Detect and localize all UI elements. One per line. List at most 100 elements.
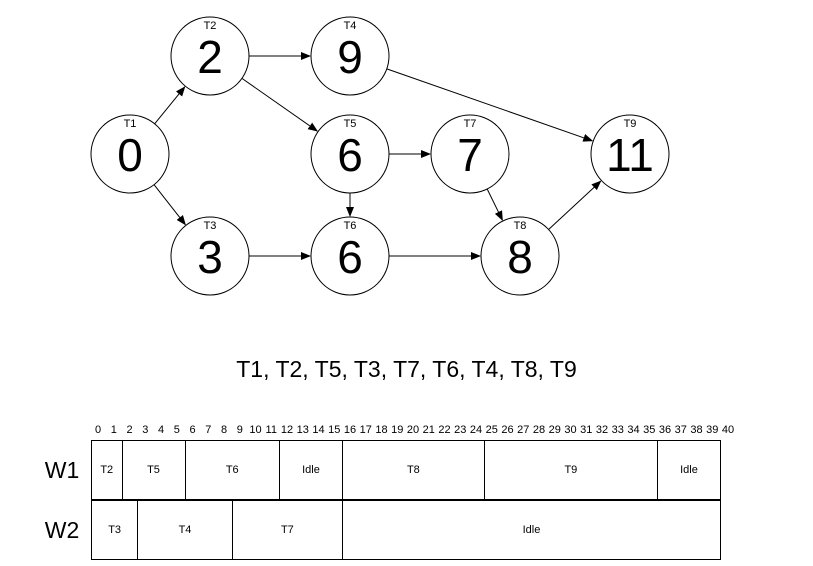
time-tick: 14 bbox=[312, 424, 325, 436]
time-tick: 27 bbox=[517, 424, 530, 436]
time-tick: 3 bbox=[142, 424, 149, 436]
node-value: 7 bbox=[457, 129, 483, 181]
node-t3: T33 bbox=[170, 216, 250, 296]
time-tick: 9 bbox=[236, 424, 243, 436]
node-circle bbox=[90, 114, 170, 194]
time-tick: 2 bbox=[126, 424, 133, 436]
time-tick: 26 bbox=[501, 424, 514, 436]
node-label: T6 bbox=[344, 220, 357, 232]
node-label: T9 bbox=[624, 118, 637, 130]
time-tick: 17 bbox=[359, 424, 372, 436]
node-value: 0 bbox=[117, 129, 143, 181]
gantt-segment-t8: T8 bbox=[343, 440, 485, 500]
node-value: 11 bbox=[606, 129, 654, 181]
time-tick: 1 bbox=[110, 424, 117, 436]
edge-t2-t5 bbox=[241, 77, 319, 132]
node-circle bbox=[310, 216, 390, 296]
node-label: T8 bbox=[514, 220, 527, 232]
gantt-segment-t7: T7 bbox=[232, 500, 343, 560]
time-tick: 19 bbox=[391, 424, 404, 436]
node-value: 8 bbox=[507, 231, 533, 283]
worker-label-w1: W1 bbox=[44, 457, 80, 483]
time-tick: 37 bbox=[674, 424, 687, 436]
gantt-segment-t9: T9 bbox=[484, 440, 658, 500]
time-tick: 40 bbox=[721, 424, 735, 436]
time-tick: 38 bbox=[690, 424, 703, 436]
edge-t7-t8 bbox=[486, 188, 503, 221]
time-tick: 34 bbox=[627, 424, 640, 436]
node-circle bbox=[170, 216, 250, 296]
node-t1: T10 bbox=[90, 114, 170, 194]
gantt-segment-t6: T6 bbox=[185, 440, 280, 500]
time-tick: 13 bbox=[296, 424, 309, 436]
gantt-segment-t2: T2 bbox=[91, 440, 123, 500]
time-tick: 18 bbox=[375, 424, 388, 436]
time-tick: 25 bbox=[485, 424, 498, 436]
time-tick: 4 bbox=[157, 424, 165, 436]
time-tick: 31 bbox=[580, 424, 593, 436]
node-circle bbox=[430, 114, 510, 194]
time-tick: 39 bbox=[706, 424, 719, 436]
node-label: T1 bbox=[124, 118, 137, 130]
node-t5: T56 bbox=[310, 114, 390, 194]
node-t7: T77 bbox=[430, 114, 510, 194]
node-label: T2 bbox=[204, 20, 217, 32]
node-circle bbox=[480, 216, 560, 296]
node-circle bbox=[590, 114, 670, 194]
time-tick: 7 bbox=[205, 424, 212, 436]
time-tick: 35 bbox=[643, 424, 656, 436]
gantt-segment-idle: Idle bbox=[343, 500, 721, 560]
time-tick: 28 bbox=[532, 424, 546, 436]
time-tick: 11 bbox=[265, 424, 277, 436]
time-tick: 24 bbox=[469, 424, 483, 436]
time-tick: 10 bbox=[249, 424, 262, 436]
time-tick: 8 bbox=[220, 424, 228, 436]
gantt-segment-t5: T5 bbox=[122, 440, 186, 500]
time-tick: 30 bbox=[564, 424, 577, 436]
time-tick: 29 bbox=[548, 424, 561, 436]
node-value: 6 bbox=[337, 129, 363, 181]
edge-t4-t9 bbox=[386, 68, 594, 142]
node-label: T4 bbox=[344, 20, 357, 32]
time-tick: 5 bbox=[173, 424, 180, 436]
edge-t1-t3 bbox=[153, 184, 186, 226]
worker-label-w2: W2 bbox=[44, 517, 80, 543]
gantt-segment-idle: Idle bbox=[658, 440, 721, 500]
time-tick: 20 bbox=[406, 424, 420, 436]
node-label: T5 bbox=[344, 118, 357, 130]
node-circle bbox=[170, 16, 250, 96]
time-tick: 23 bbox=[454, 424, 467, 436]
time-tick: 21 bbox=[422, 424, 435, 436]
time-tick: 32 bbox=[595, 424, 609, 436]
edge-t1-t2 bbox=[154, 86, 186, 125]
time-tick: 16 bbox=[343, 424, 357, 436]
gantt-segment-t3: T3 bbox=[91, 500, 139, 560]
time-tick: 15 bbox=[328, 424, 341, 436]
gantt-segment-idle: Idle bbox=[280, 440, 343, 500]
node-t4: T49 bbox=[310, 16, 390, 96]
gantt-segment-t4: T4 bbox=[138, 500, 233, 560]
time-tick: 12 bbox=[280, 424, 294, 436]
node-label: T7 bbox=[464, 118, 477, 130]
node-value: 6 bbox=[337, 231, 363, 283]
time-tick: 22 bbox=[438, 424, 451, 436]
edge-t8-t9 bbox=[548, 180, 602, 230]
node-circle bbox=[310, 114, 390, 194]
node-label: T3 bbox=[204, 220, 217, 232]
node-value: 3 bbox=[197, 231, 223, 283]
node-t8: T88 bbox=[480, 216, 560, 296]
time-tick: 33 bbox=[611, 424, 624, 436]
task-order-sequence: T1, T2, T5, T3, T7, T6, T4, T8, T9 bbox=[236, 356, 577, 382]
node-t2: T22 bbox=[170, 16, 250, 96]
time-tick: 36 bbox=[658, 424, 672, 436]
time-tick: 0 bbox=[94, 424, 102, 436]
node-value: 9 bbox=[337, 31, 363, 83]
time-tick: 6 bbox=[189, 424, 196, 436]
node-t6: T66 bbox=[310, 216, 390, 296]
node-value: 2 bbox=[197, 31, 223, 83]
